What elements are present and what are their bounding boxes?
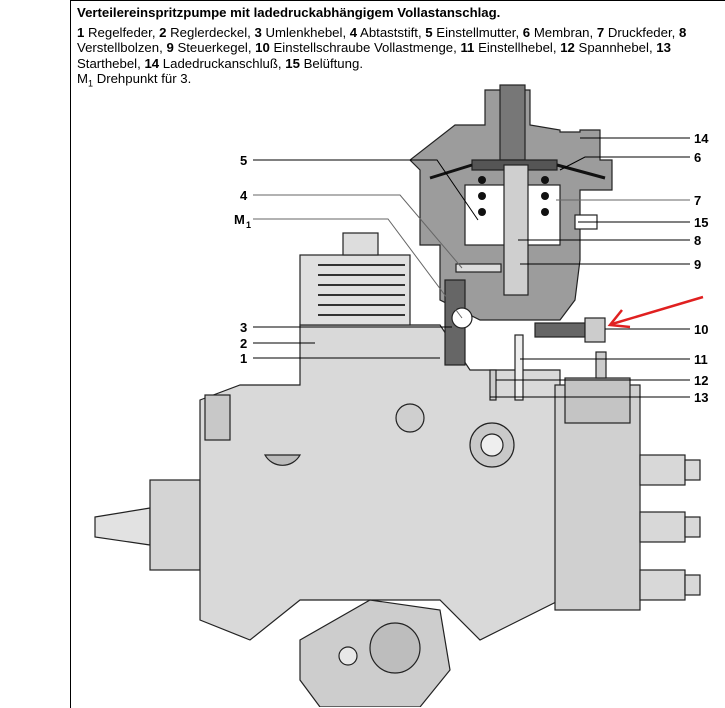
adjusting-pin — [503, 164, 529, 296]
leader-lines — [253, 137, 690, 398]
label-4: 4 — [240, 188, 248, 203]
leader-5 — [253, 159, 479, 221]
legend-item: Einstellhebel — [478, 40, 553, 56]
full-load-screw — [534, 322, 586, 338]
body-port — [395, 403, 425, 433]
legend-num: 8 — [678, 24, 687, 40]
legend-num: 9 — [166, 40, 174, 56]
legend-num: 2 — [159, 24, 167, 40]
legend-item: Einstellmutter — [436, 24, 516, 40]
compression-spring — [478, 176, 549, 216]
governor-cap — [342, 232, 379, 256]
adjusting-lever — [514, 334, 524, 401]
fitting-tip — [684, 459, 701, 481]
legend-item: Druckfeder — [607, 24, 672, 40]
label-6: 6 — [694, 150, 701, 165]
legend-num: 5 — [425, 24, 433, 40]
legend-text: 1 Regelfeder, 2 Reglerdeckel, 3 Umlenkhe… — [77, 24, 687, 71]
note-subscript: 1 — [88, 79, 94, 90]
flange-boss — [369, 622, 421, 674]
legend-num: 13 — [656, 40, 671, 56]
sensing-pin — [455, 263, 502, 273]
legend-item: Belüftung — [303, 55, 360, 71]
label-14: 14 — [694, 131, 709, 146]
legend-item: Reglerdeckel — [170, 24, 248, 40]
legend-item: Verstellbolzen — [77, 40, 160, 56]
legend-num: 7 — [596, 24, 605, 40]
part-labels: 5 4 M 1 3 2 1 14 6 7 15 8 9 10 11 12 13 — [234, 131, 709, 405]
body-nut — [204, 394, 231, 441]
legend-num: 1 — [77, 24, 85, 40]
body-detail — [263, 454, 302, 466]
legend-item: Regelfeder — [88, 24, 152, 40]
label-m1-sub: 1 — [246, 220, 251, 230]
leader-m1 — [253, 218, 463, 319]
label-m1: M — [234, 212, 245, 227]
flange-bolt — [338, 646, 358, 666]
fitting-tip — [684, 574, 701, 596]
note-text: Drehpunkt für 3. — [96, 71, 192, 87]
outlet-fittings — [639, 454, 701, 601]
label-11: 11 — [694, 352, 708, 367]
head-stud — [595, 351, 607, 379]
legend-num: 12 — [560, 40, 575, 56]
legend-item: Steuerkegel — [177, 40, 248, 56]
outlet-fitting — [639, 569, 686, 601]
shaft-flange — [149, 479, 201, 571]
body-boss-hole — [480, 433, 504, 457]
outlet-fitting — [639, 454, 686, 486]
pump-drawing — [94, 84, 701, 707]
legend-num: 6 — [522, 24, 531, 40]
label-5: 5 — [240, 153, 247, 168]
legend-item: Starthebel — [77, 55, 138, 71]
legend-item: Umlenkhebel — [265, 24, 343, 40]
legend-item: Spannhebel — [578, 40, 649, 56]
pivot-note: M1 Drehpunkt für 3. — [77, 71, 722, 92]
legend-num: 11 — [460, 40, 475, 56]
tensioning-lever — [489, 369, 497, 401]
lock-nut — [584, 317, 606, 343]
note-symbol: M — [77, 71, 88, 87]
label-2: 2 — [240, 336, 247, 351]
legend-num: 15 — [285, 55, 300, 71]
legend-item: Membran — [533, 24, 590, 40]
label-13: 13 — [694, 390, 708, 405]
head-nut — [564, 377, 631, 424]
label-1: 1 — [240, 351, 247, 366]
leader-6 — [559, 156, 690, 171]
leader-4 — [253, 194, 463, 269]
red-arrow-annotation — [607, 295, 704, 329]
label-7: 7 — [694, 193, 701, 208]
label-10: 10 — [694, 322, 708, 337]
document-frame — [70, 0, 725, 708]
legend-item: Abtaststift — [360, 24, 418, 40]
figure-title: Verteilereinspritzpumpe mit ladedruckabh… — [77, 5, 501, 20]
threaded-stud — [499, 84, 526, 161]
drive-shaft — [94, 507, 151, 546]
label-9: 9 — [694, 257, 701, 272]
legend-num: 10 — [255, 40, 270, 56]
fitting-tip — [684, 516, 701, 538]
figure-caption: Verteilereinspritzpumpe mit ladedruckabh… — [77, 5, 722, 93]
legend-item: Einstellschraube Vollastmenge — [273, 40, 454, 56]
outlet-fitting — [639, 511, 686, 543]
legend-num: 14 — [144, 55, 160, 71]
legend-num: 3 — [254, 24, 262, 40]
label-15: 15 — [694, 215, 708, 230]
legend-num: 4 — [349, 24, 358, 40]
legend-item: Ladedruckanschluß — [162, 55, 278, 71]
label-12: 12 — [694, 373, 708, 388]
pump-body — [199, 324, 561, 641]
label-3: 3 — [240, 320, 247, 335]
control-spring — [318, 264, 405, 316]
label-8: 8 — [694, 233, 701, 248]
